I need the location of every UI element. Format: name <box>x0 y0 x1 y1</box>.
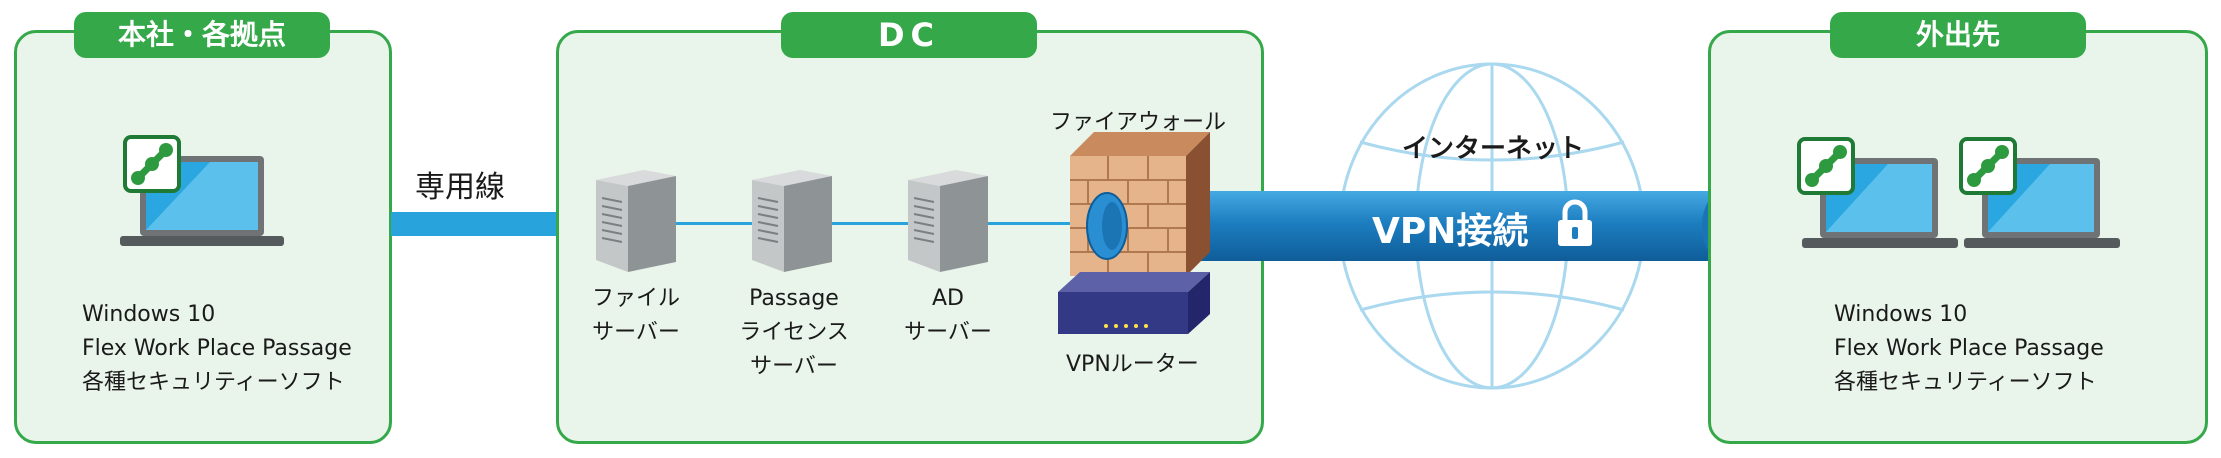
ad-server-label: AD サーバー <box>904 286 992 345</box>
head-office-info: Windows 10 Flex Work Place Passage 各種セキュ… <box>82 298 352 400</box>
passage-license-server-icon <box>748 164 836 274</box>
info-software: Flex Work Place Passage <box>82 336 352 361</box>
vpn-router-icon <box>1058 272 1210 340</box>
info-security: 各種セキュリティーソフト <box>82 370 345 395</box>
info-security: 各種セキュリティーソフト <box>1834 370 2097 395</box>
passage-app-icon <box>122 134 182 194</box>
remote-info: Windows 10 Flex Work Place Passage 各種セキュ… <box>1834 298 2104 400</box>
passage-app-icon-1 <box>1796 136 1856 196</box>
dc-title: DC <box>781 12 1037 58</box>
server-link-line <box>634 222 1104 225</box>
laptop-icon-2 <box>1962 138 2122 250</box>
passage-license-server-label: Passage ライセンス サーバー <box>739 286 849 379</box>
vpn-pipe-entry <box>1082 190 1132 262</box>
vpn-connection-label: VPN接続 <box>1372 211 1529 252</box>
firewall-label: ファイアウォール <box>1050 110 1227 135</box>
file-server-label: ファイル サーバー <box>591 286 680 345</box>
vpn-router-label: VPNルーター <box>1066 352 1199 377</box>
info-os: Windows 10 <box>82 302 216 327</box>
info-software: Flex Work Place Passage <box>1834 336 2104 361</box>
dedicated-line <box>391 212 558 236</box>
ad-server-icon <box>904 164 992 274</box>
passage-app-icon-2 <box>1958 136 2018 196</box>
file-server-icon <box>592 164 680 274</box>
internet-label: インターネット <box>1402 134 1585 164</box>
dedicated-line-label: 専用線 <box>415 170 505 205</box>
info-os: Windows 10 <box>1834 302 1968 327</box>
remote-panel <box>1708 30 2208 444</box>
head-office-title: 本社・各拠点 <box>74 12 330 58</box>
lock-icon <box>1556 198 1594 248</box>
remote-title: 外出先 <box>1830 12 2086 58</box>
